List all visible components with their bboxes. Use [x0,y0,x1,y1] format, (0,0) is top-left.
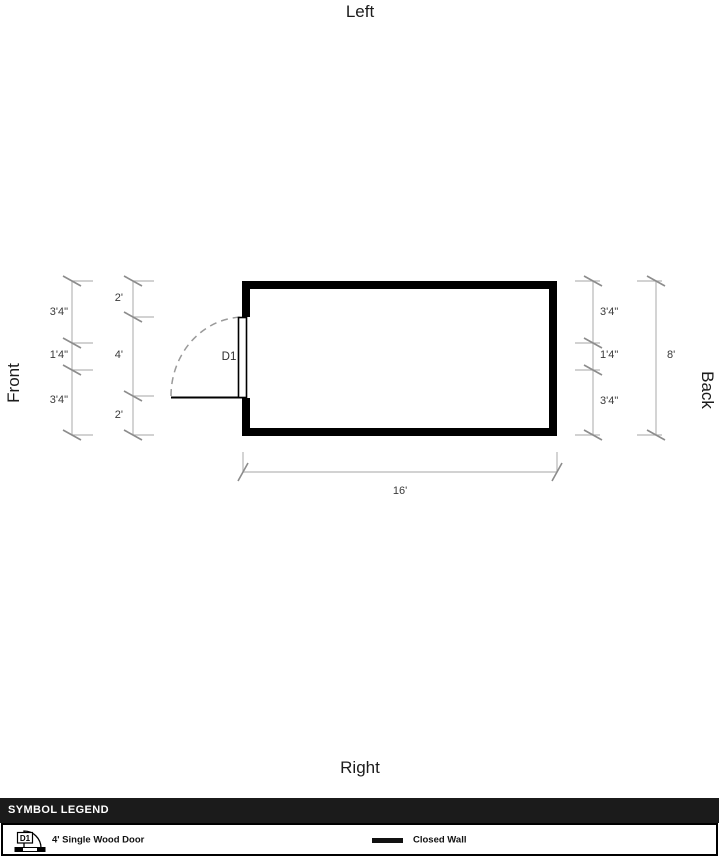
legend-door-label: 4' Single Wood Door [52,834,145,845]
legend-wall-label: Closed Wall [413,834,467,845]
edge-label-front: Front [4,363,23,403]
legend-row: D1 4' Single Wood Door Closed Wall [1,823,718,856]
dim-left-inner-mid: 4' [114,349,123,361]
edge-label-left: Left [345,2,375,21]
dim-left-outer-bottom: 3'4" [49,394,68,406]
legend-title: SYMBOL LEGEND [8,804,109,816]
dimension-lines [71,280,662,473]
edge-label-right: Right [340,758,380,777]
dim-left-outer-top: 3'4" [49,306,68,318]
dimension-ticks [62,275,666,482]
single-door-icon: D1 [14,830,46,852]
dim-left-inner-bottom: 2' [114,409,123,421]
closed-wall-swatch [372,838,403,843]
building-walls [242,281,557,436]
dim-right-inner-bottom: 3'4" [600,395,619,407]
dim-left-inner-top: 2' [114,292,123,304]
door-panel [237,316,248,399]
legend-header: SYMBOL LEGEND [0,798,719,823]
dim-right-inner-top: 3'4" [600,306,619,318]
door-tag-d1: D1 [221,351,237,363]
edge-label-back: Back [698,371,717,409]
dim-left-outer-mid: 1'4" [49,349,68,361]
dim-right-inner-mid: 1'4" [600,349,619,361]
legend-door-tag: D1 [20,834,31,843]
door-swing-arc-icon [170,316,245,397]
dim-right-outer-height: 8' [667,349,676,361]
dim-bottom-width: 16' [392,485,408,497]
